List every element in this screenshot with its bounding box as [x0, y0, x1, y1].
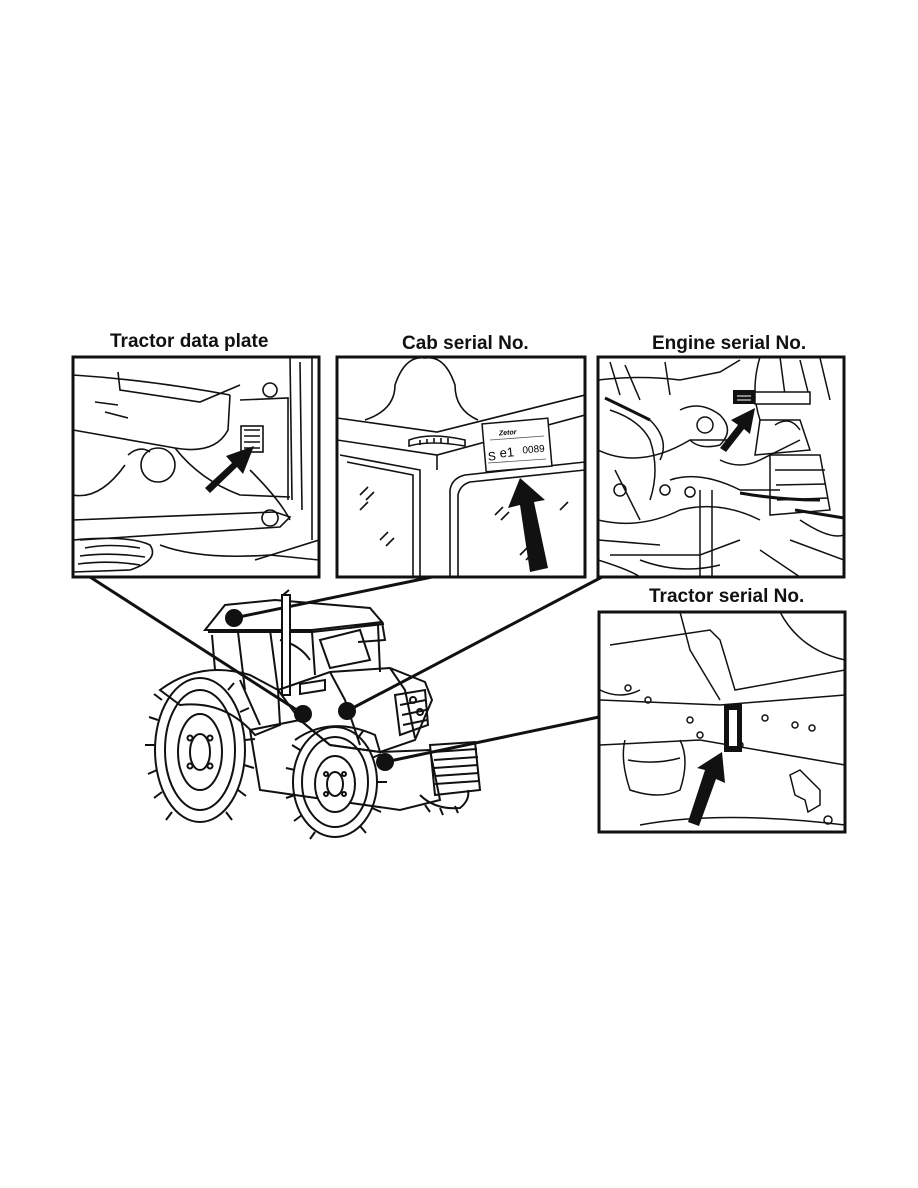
- leader-tractor-serial: [384, 715, 600, 764]
- callout-dot-cab: [225, 609, 243, 627]
- frame-engine-serial: [596, 355, 846, 579]
- leader-engine: [346, 575, 603, 713]
- label-tractor-data-plate: Tractor data plate: [110, 331, 269, 352]
- arrow-engine-serial: [720, 408, 755, 452]
- arrow-data-plate: [205, 446, 254, 493]
- label-cab-serial: Cab serial No.: [402, 333, 529, 354]
- panel-tractor-data-plate: [71, 355, 321, 579]
- engine-serial-tag: [733, 390, 811, 405]
- panel-tractor-serial: [597, 610, 847, 834]
- tractor-body: [145, 589, 482, 840]
- plate-brand: Zetor: [498, 429, 518, 438]
- serial-stamp-inner: [729, 710, 737, 746]
- leader-cab: [233, 575, 433, 620]
- cab-serial-plate: Zetor S e1 0089: [481, 417, 553, 473]
- label-engine-serial: Engine serial No.: [652, 333, 807, 354]
- plate-serial-prefix: S: [487, 449, 496, 464]
- callout-dot-engine: [338, 702, 356, 720]
- leader-data-plate: [89, 575, 304, 716]
- engine-pipes: [604, 396, 845, 520]
- frame-data-plate: [71, 355, 321, 579]
- tractor-illustration: [145, 589, 482, 840]
- plate-serial-number: 0089: [522, 444, 546, 457]
- panel-cab-serial: Zetor S e1 0089: [335, 355, 587, 579]
- plate-serial-code: e1: [499, 444, 515, 460]
- panel-engine-serial: [596, 355, 846, 579]
- arrow-cab-serial: [508, 478, 548, 572]
- frame-tractor-serial: [597, 610, 847, 834]
- callout-dot-tractor-serial: [376, 753, 394, 771]
- callout-dot-data-plate: [294, 705, 312, 723]
- frame-cab-serial: [335, 355, 587, 579]
- arrow-tractor-serial: [688, 752, 725, 826]
- label-tractor-serial: Tractor serial No.: [649, 586, 805, 607]
- leader-lines: [89, 575, 603, 764]
